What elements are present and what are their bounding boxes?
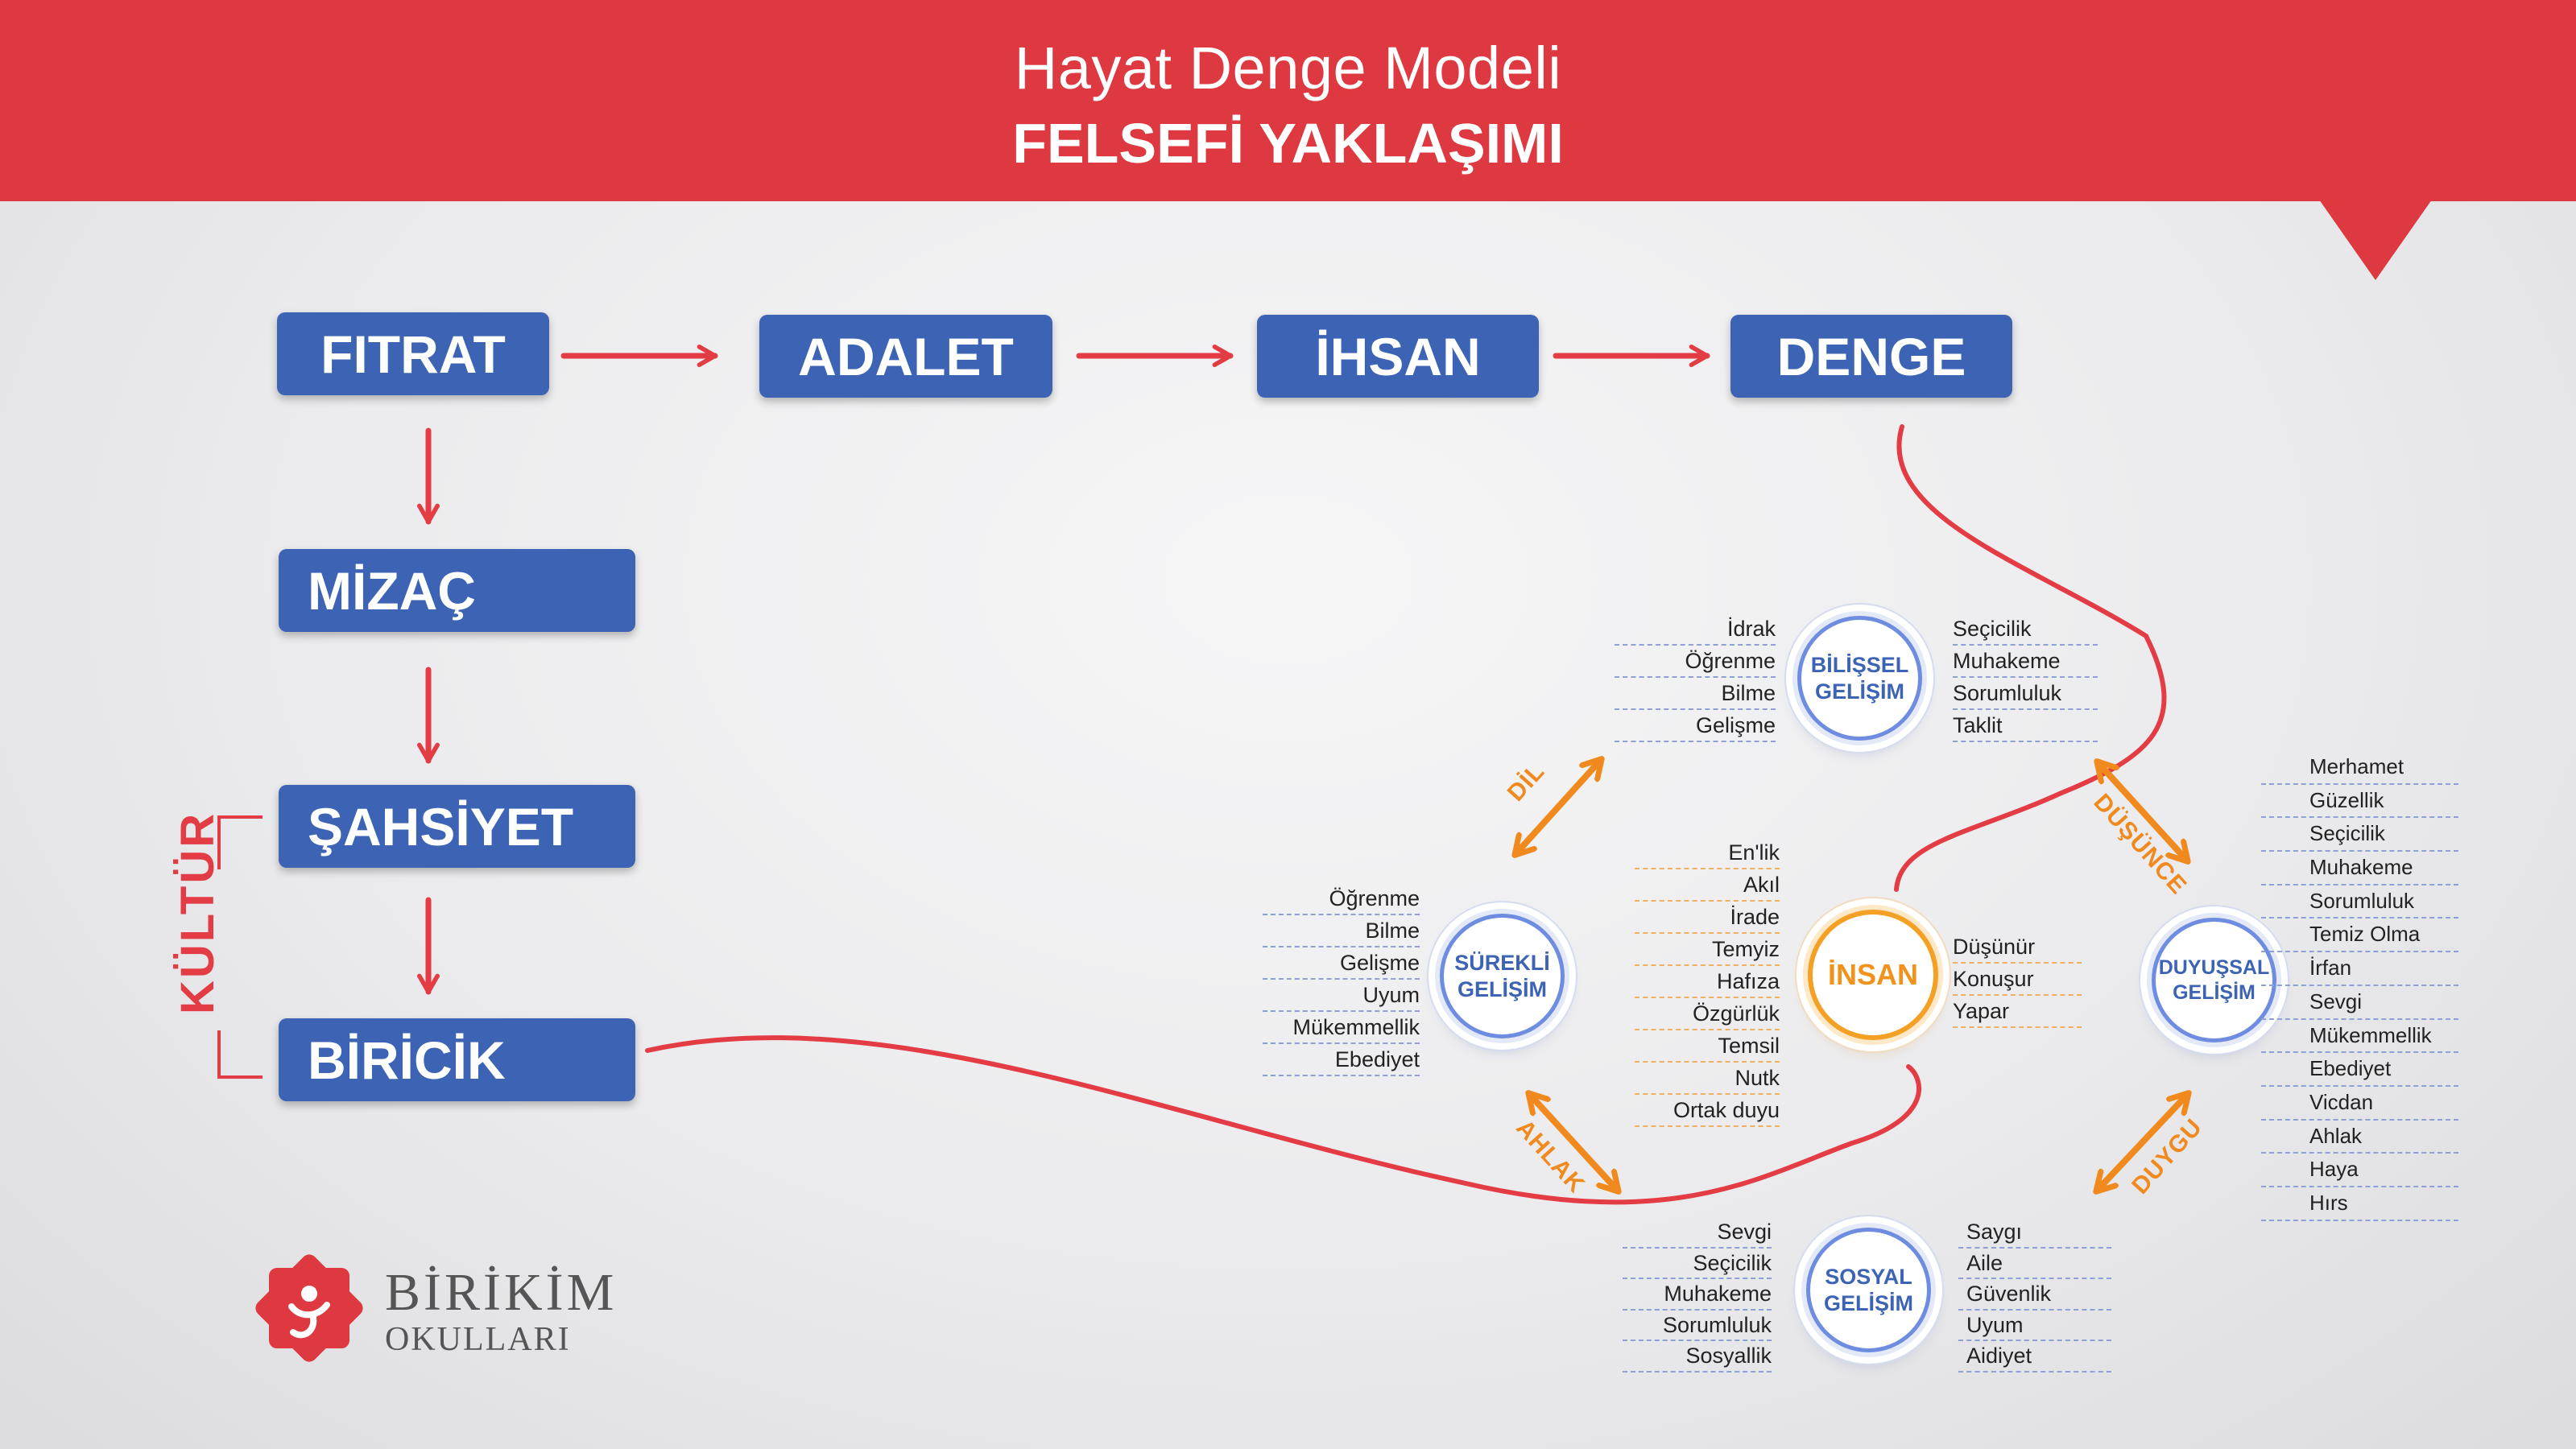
box-fitrat: FITRAT [277,312,549,395]
list-duyussal: Merhamet Güzellik Seçicilik Muhakeme Sor… [2261,751,2458,1221]
arrow-dil [1516,761,1600,853]
circle-insan: İNSAN [1808,910,1938,1040]
curve-denge-insan [1894,424,2167,892]
arrow-ahlak [1530,1095,1617,1190]
title-line-2: FELSEFİ YAKLAŞIMI [1012,112,1564,175]
box-denge: DENGE [1730,315,2012,398]
header-notch [2319,200,2432,280]
kultur-label: KÜLTÜR [172,811,224,1014]
box-adalet: ADALET [759,315,1052,398]
logo-name: BİRİKİM [385,1263,618,1322]
logo-sub: OKULLARI [385,1321,571,1358]
birikim-logo-icon [255,1254,363,1362]
header-banner [0,0,2576,201]
curve-biricik-insan [645,1035,1922,1205]
box-mizac: MİZAÇ [279,549,635,632]
arrow-dusunce [2098,763,2186,860]
box-biricik: BİRİCİK [279,1018,635,1101]
list-sosyal-right: Saygı Aile Güvenlik Uyum Aidiyet [1958,1217,2111,1373]
arrow-duygu [2098,1095,2187,1190]
list-sosyal-left: Sevgi Seçicilik Muhakeme Sorumluluk Sosy… [1623,1217,1772,1373]
box-sahsiyet: ŞAHSİYET [279,785,635,868]
box-ihsan: İHSAN [1257,315,1539,398]
title-line-1: Hayat Denge Modeli [1014,35,1562,101]
kultur-bracket [217,815,263,1079]
